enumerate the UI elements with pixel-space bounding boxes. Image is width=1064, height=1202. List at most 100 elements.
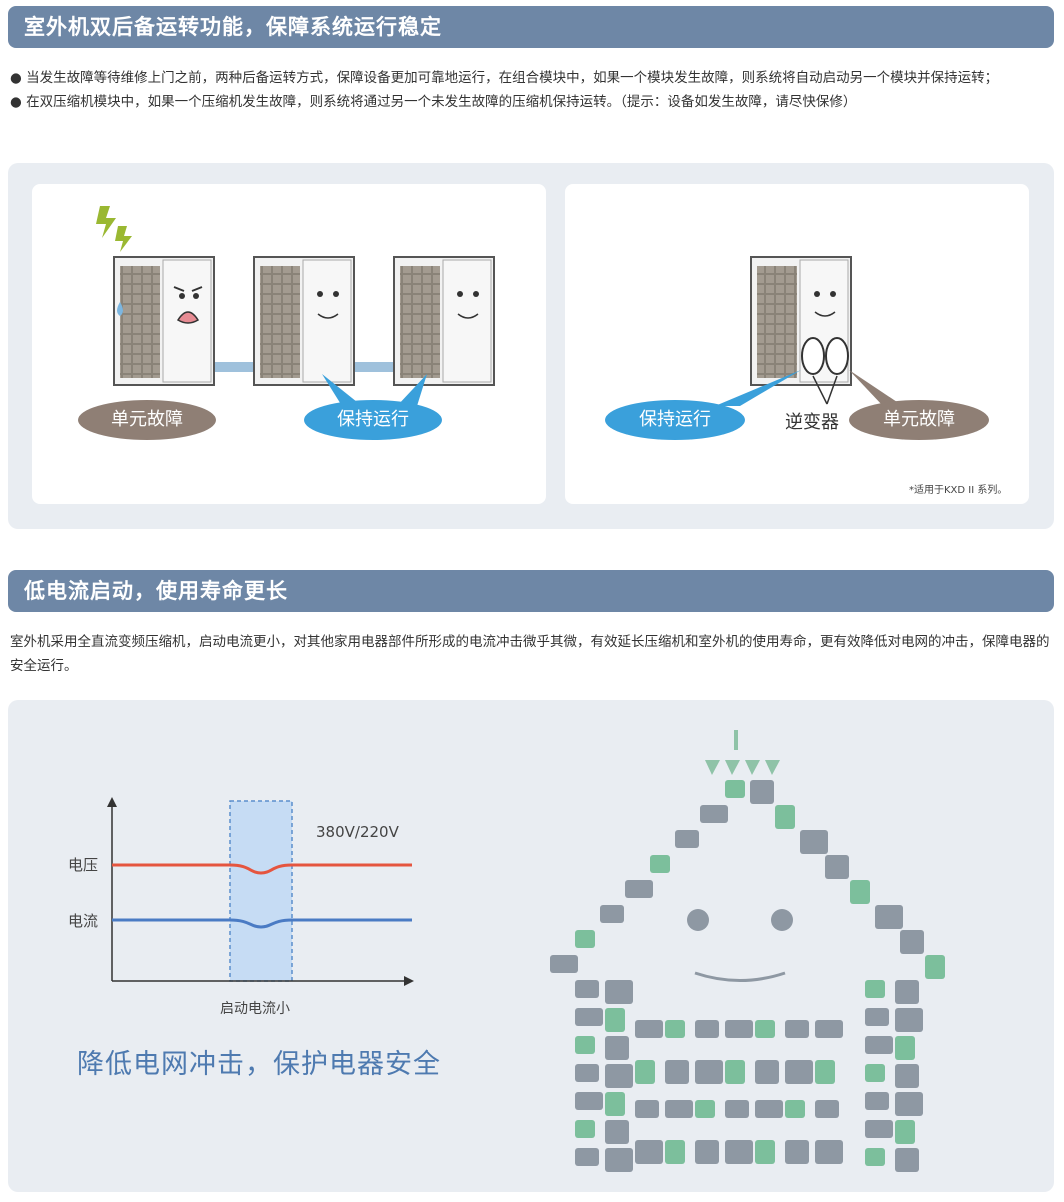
appliance-icon: [665, 1060, 689, 1084]
appliance-icon: [665, 1140, 685, 1164]
appliance-icon: [815, 1060, 835, 1084]
appliance-icon: [900, 930, 924, 954]
appliance-icon: [605, 1148, 633, 1172]
bullet-1: ● 当发生故障等待维修上门之前，两种后备运转方式，保障设备更加可靠地运行，在组合…: [10, 70, 999, 86]
appliance-house-illustration: [550, 730, 945, 1172]
face-smile: [694, 971, 786, 982]
appliance-icon: [575, 1092, 603, 1110]
appliance-icon: [695, 1020, 719, 1038]
appliance-icon: [605, 980, 633, 1004]
chandelier-icon: [705, 730, 780, 775]
appliance-icon: [695, 1140, 719, 1164]
appliance-icon: [755, 1020, 775, 1038]
appliance-icon: [895, 1148, 919, 1172]
compressor-left: [801, 337, 825, 375]
appliance-icon: [725, 780, 745, 798]
backup-illustration-panel: 单元故障 保持运行 保持运行 逆: [8, 163, 1054, 529]
appliance-icon: [875, 905, 903, 929]
appliance-icon: [605, 1092, 625, 1116]
startup-current-chart: 电压 电流 380V/220V 启动电流小: [68, 797, 414, 1017]
appliance-icon: [865, 1148, 885, 1166]
appliance-icon: [575, 1120, 595, 1138]
voltage-label: 电压: [68, 856, 98, 874]
appliance-icon: [785, 1140, 809, 1164]
appliance-icon: [865, 1120, 893, 1138]
face-eye-right: [771, 909, 793, 931]
appliance-icon: [695, 1060, 723, 1084]
appliance-icon: [725, 1020, 753, 1038]
appliance-icon: [575, 930, 595, 948]
compressor-right: [825, 337, 849, 375]
appliance-icon: [700, 805, 728, 823]
appliance-icon: [665, 1100, 693, 1118]
backup-description: ● 当发生故障等待维修上门之前，两种后备运转方式，保障设备更加可靠地运行，在组合…: [10, 66, 1056, 114]
appliance-icon: [755, 1140, 775, 1164]
appliance-icon: [625, 880, 653, 898]
appliance-icon: [755, 1100, 783, 1118]
appliance-icon: [650, 855, 670, 873]
appliance-icon: [605, 1008, 625, 1032]
appliance-icon: [575, 1008, 603, 1026]
appliance-icon: [550, 955, 578, 973]
fault-bubble: 单元故障: [849, 400, 989, 440]
appliance-icon: [725, 1060, 745, 1084]
appliance-icon: [925, 955, 945, 979]
appliance-icon: [600, 905, 624, 923]
appliance-icon: [635, 1020, 663, 1038]
appliance-icon: [635, 1100, 659, 1118]
highlight-label: 启动电流小: [220, 1001, 290, 1017]
appliance-icon: [865, 980, 885, 998]
appliance-icon: [775, 805, 795, 829]
current-series-line: [112, 918, 412, 929]
appliance-icon: [815, 1020, 843, 1038]
startup-highlight: [229, 800, 293, 982]
voltage-series-line: [112, 863, 412, 875]
appliance-icon: [865, 1092, 889, 1110]
appliance-icon: [755, 1060, 779, 1084]
appliance-icon: [575, 980, 599, 998]
appliance-icon: [800, 830, 828, 854]
appliance-icon: [785, 1020, 809, 1038]
appliance-icon: [725, 1140, 753, 1164]
appliance-icon: [865, 1064, 885, 1082]
modular-backup-card: 单元故障 保持运行: [32, 184, 546, 504]
appliance-icon: [850, 880, 870, 904]
appliance-icon: [575, 1036, 595, 1054]
outdoor-unit-faulty: [113, 256, 215, 386]
appliance-icon: [865, 1036, 893, 1054]
voltage-annotation: 380V/220V: [316, 823, 400, 841]
outdoor-unit-dual: [750, 256, 852, 386]
bullet-2: ● 在双压缩机模块中，如果一个压缩机发生故障，则系统将通过另一个未发生故障的压缩…: [10, 94, 857, 110]
appliance-icon: [750, 780, 774, 804]
outdoor-unit-normal: [393, 256, 495, 386]
appliance-icon: [605, 1064, 633, 1088]
appliance-icon: [895, 1092, 923, 1116]
appliance-icon: [575, 1148, 599, 1166]
face-eye-left: [687, 909, 709, 931]
section-title-backup: 室外机双后备运转功能，保障系统运行稳定: [8, 6, 1054, 48]
running-bubble: 保持运行: [304, 400, 442, 440]
dual-compressor-card: 保持运行 逆变器 单元故障 *适用于KXD II 系列。: [565, 184, 1029, 504]
appliance-icon: [665, 1020, 685, 1038]
outdoor-units-illustration: [96, 206, 495, 410]
appliance-icon: [635, 1140, 663, 1164]
appliance-icon: [605, 1036, 629, 1060]
pipe: [352, 362, 397, 372]
pipe: [212, 362, 257, 372]
section-title-low-current: 低电流启动，使用寿命更长: [8, 570, 1054, 612]
inverter-label: 逆变器: [785, 412, 839, 433]
slogan: 降低电网冲击，保护电器安全: [77, 1049, 441, 1080]
appliance-icon: [815, 1140, 843, 1164]
applicability-note: *适用于KXD II 系列。: [909, 485, 1008, 496]
appliance-icon: [785, 1060, 813, 1084]
appliance-icon: [695, 1100, 715, 1118]
appliance-icon: [605, 1120, 629, 1144]
outdoor-unit-normal: [253, 256, 355, 386]
running-bubble: 保持运行: [605, 400, 745, 440]
appliance-icon: [895, 1008, 923, 1032]
current-label: 电流: [68, 912, 98, 930]
low-current-description: 室外机采用全直流变频压缩机，启动电流更小，对其他家用电器部件所形成的电流冲击微乎…: [10, 634, 1050, 674]
appliance-icon: [725, 1100, 749, 1118]
appliance-icon: [635, 1060, 655, 1084]
appliance-icon: [575, 1064, 599, 1082]
